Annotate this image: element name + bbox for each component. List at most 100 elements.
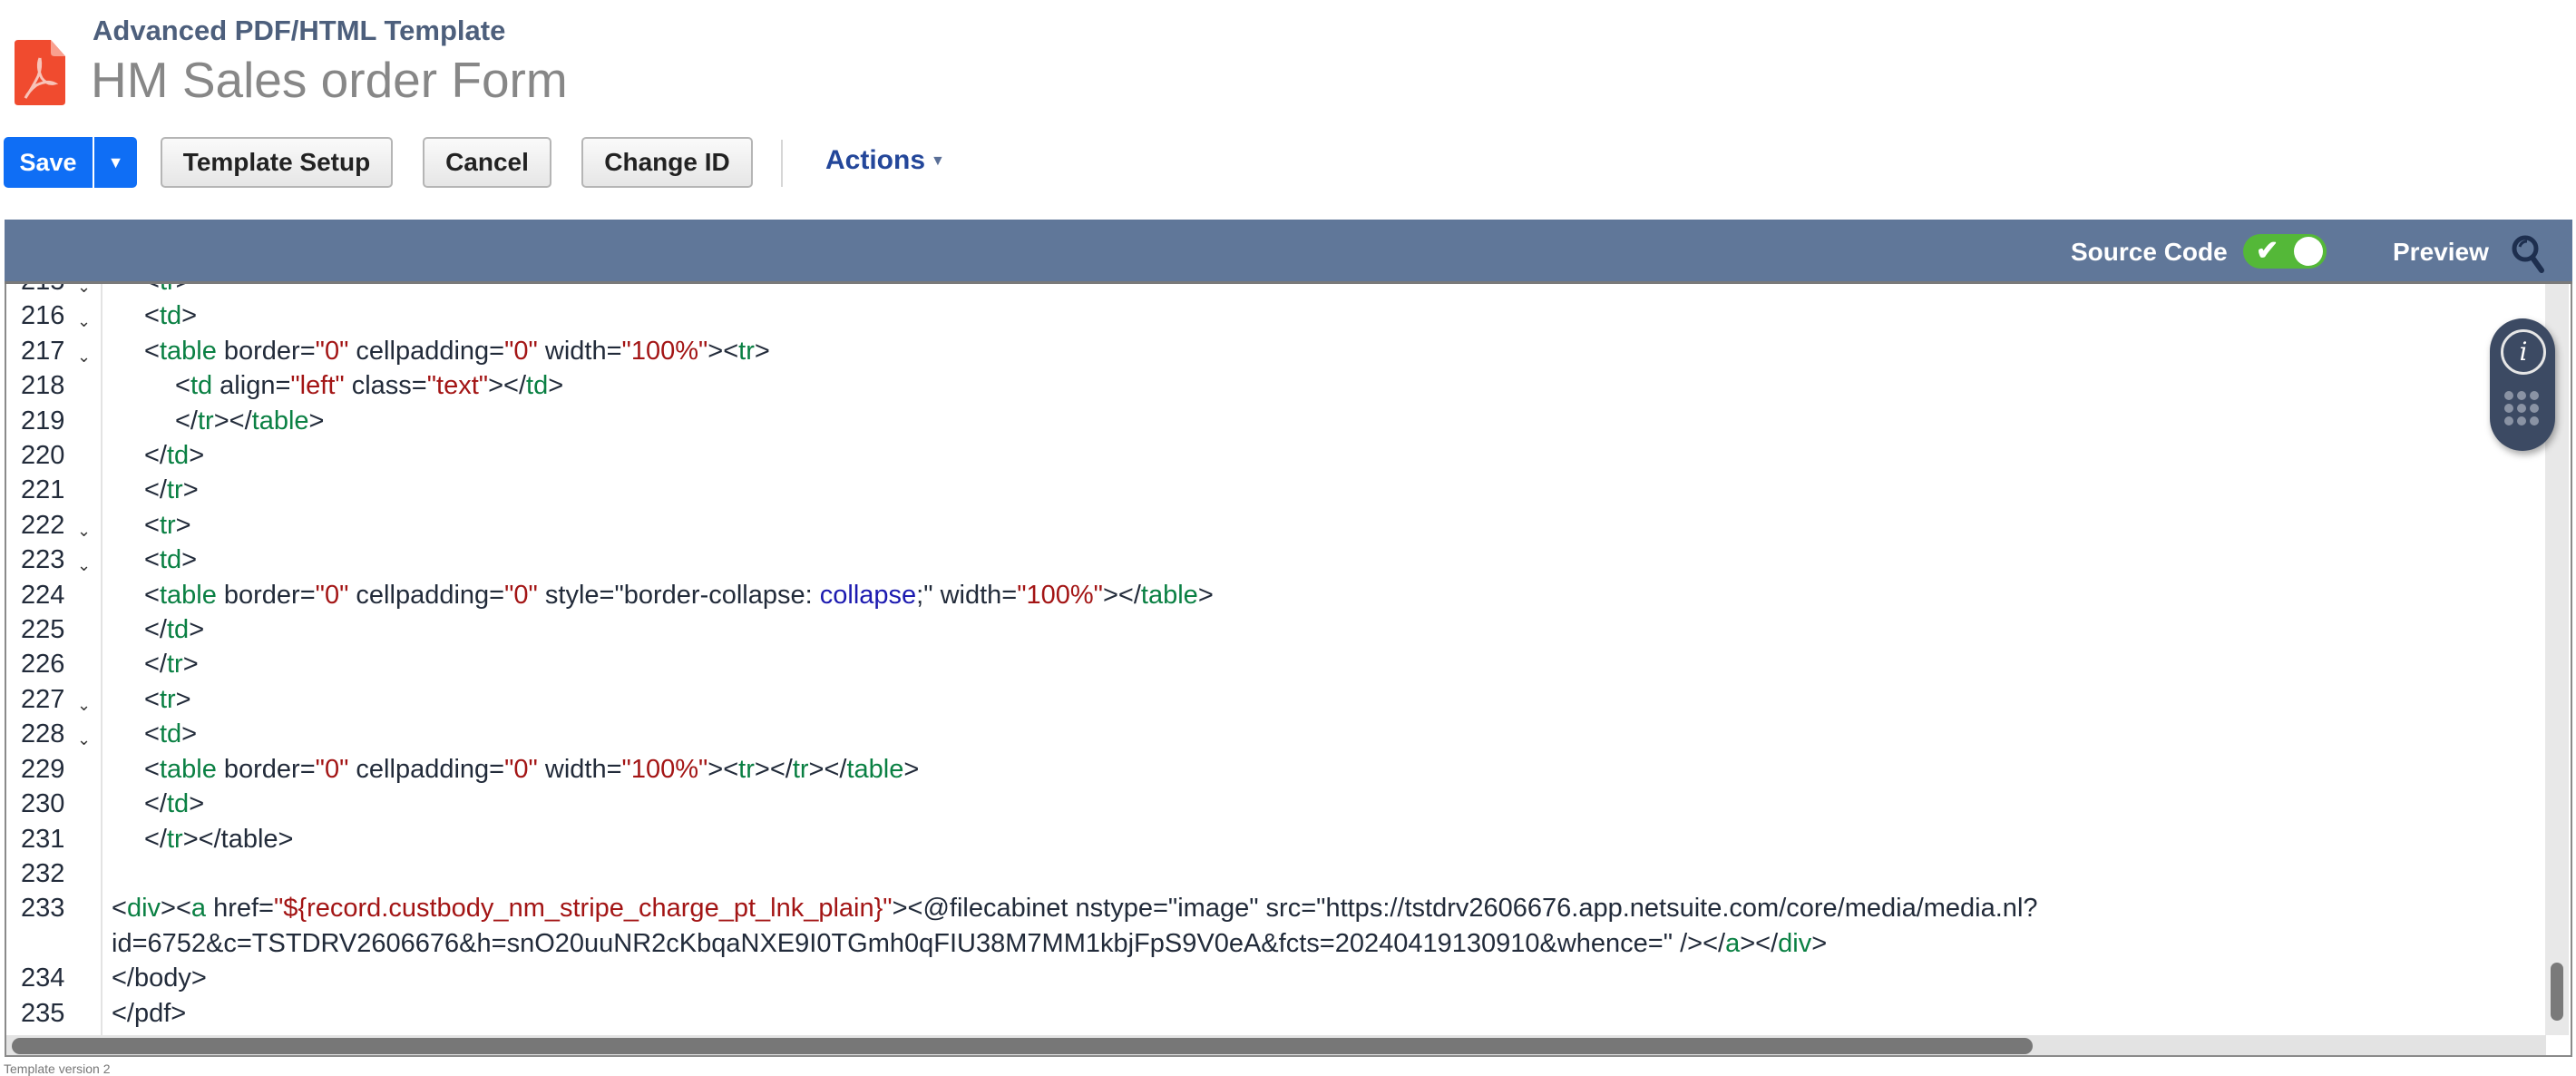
code-token: "text" xyxy=(426,371,489,401)
line-number: 233 xyxy=(6,891,101,961)
code-line[interactable]: 228⌄<td> xyxy=(6,717,2537,751)
code-token: table xyxy=(846,754,904,784)
code-token: > xyxy=(182,650,199,680)
code-line[interactable]: 224<table border="0" cellpadding="0" sty… xyxy=(6,578,2537,612)
code-line[interactable]: 226</tr> xyxy=(6,647,2537,681)
code-token: >< xyxy=(161,894,191,924)
code-line[interactable]: 235</pdf> xyxy=(6,996,2537,1031)
code-token: ></ xyxy=(1740,928,1779,958)
code-token: > xyxy=(181,719,198,749)
code-token: >< xyxy=(707,754,739,784)
code-token: </ xyxy=(144,441,167,471)
fold-chevron-icon[interactable]: ⌄ xyxy=(77,695,92,714)
code-line[interactable]: 225</td> xyxy=(6,612,2537,647)
code-token: > xyxy=(308,406,325,435)
code-text: <tr> xyxy=(101,682,2537,717)
code-token: < xyxy=(144,754,160,784)
code-line[interactable]: 230</td> xyxy=(6,787,2537,821)
fold-chevron-icon[interactable]: ⌄ xyxy=(77,284,92,296)
code-text: </td> xyxy=(101,612,2537,647)
code-token: tr xyxy=(198,406,214,435)
line-number-text: 226 xyxy=(21,650,65,680)
preview-label[interactable]: Preview xyxy=(2393,238,2489,266)
save-dropdown-toggle[interactable]: ▼ xyxy=(94,137,137,188)
fold-chevron-icon[interactable]: ⌄ xyxy=(77,521,92,540)
code-line[interactable]: 217⌄<table border="0" cellpadding="0" wi… xyxy=(6,334,2537,368)
code-line[interactable]: 227⌄<tr> xyxy=(6,682,2537,717)
code-token: width= xyxy=(537,336,622,366)
code-line[interactable]: 219</tr></table> xyxy=(6,404,2537,438)
check-icon: ✔ xyxy=(2256,236,2279,266)
code-editor[interactable]: 215⌄<tr>216⌄<td>217⌄<table border="0" ce… xyxy=(5,284,2572,1057)
drag-handle-icon[interactable] xyxy=(2504,391,2539,426)
line-number: 222 ⌄ xyxy=(6,508,101,543)
record-type-label: Advanced PDF/HTML Template xyxy=(93,15,506,46)
code-token: border= xyxy=(216,754,316,784)
horizontal-scroll-thumb[interactable] xyxy=(12,1038,2033,1054)
change-id-button[interactable]: Change ID xyxy=(581,137,753,188)
actions-menu[interactable]: Actions▼ xyxy=(825,145,945,176)
code-token: > xyxy=(548,371,564,401)
code-token: > xyxy=(181,301,198,331)
line-number: 234 xyxy=(6,961,101,995)
magnifier-icon[interactable] xyxy=(2511,234,2547,274)
code-token: "0" xyxy=(315,754,349,784)
code-token: "${record.custbody_nm_stripe_charge_pt_l… xyxy=(274,894,893,924)
code-token: cellpadding= xyxy=(348,580,505,610)
line-number-text: 222 xyxy=(21,510,65,540)
fold-chevron-icon[interactable]: ⌄ xyxy=(77,556,92,575)
code-text: </tr></table> xyxy=(101,404,2537,438)
line-number: 229 xyxy=(6,752,101,787)
code-token: ></ xyxy=(1102,580,1141,610)
code-token: table xyxy=(159,336,217,366)
help-widget[interactable]: i xyxy=(2490,318,2555,451)
code-line[interactable]: 220</td> xyxy=(6,438,2537,473)
code-token: id=6752&c=TSTDRV2606676&h=snO20uuNR2cKbq… xyxy=(112,928,1726,958)
code-token: > xyxy=(754,336,770,366)
code-token: "100%" xyxy=(1017,580,1103,610)
code-token: > xyxy=(181,545,198,575)
code-token: < xyxy=(144,684,160,714)
fold-chevron-icon[interactable]: ⌄ xyxy=(77,347,92,366)
vertical-scroll-thumb[interactable] xyxy=(2551,963,2563,1021)
info-icon[interactable]: i xyxy=(2501,329,2546,375)
fold-chevron-icon[interactable]: ⌄ xyxy=(77,730,92,749)
horizontal-scrollbar[interactable] xyxy=(6,1035,2546,1055)
code-token: "100%" xyxy=(621,754,708,784)
code-line[interactable]: 215⌄<tr> xyxy=(6,284,2537,298)
code-line[interactable]: 229<table border="0" cellpadding="0" wid… xyxy=(6,752,2537,787)
code-text: </td> xyxy=(101,787,2537,821)
code-text: </body> xyxy=(101,961,2537,995)
source-code-toggle[interactable]: ✔ xyxy=(2243,234,2327,269)
line-number-text: 219 xyxy=(21,406,65,435)
template-setup-button[interactable]: Template Setup xyxy=(161,137,393,188)
code-line[interactable]: 234</body> xyxy=(6,961,2537,995)
code-line[interactable]: 233<div><a href="${record.custbody_nm_st… xyxy=(6,891,2537,961)
code-token: < xyxy=(144,336,160,366)
cancel-button[interactable]: Cancel xyxy=(423,137,551,188)
code-token: cellpadding= xyxy=(348,754,505,784)
line-number-text: 215 xyxy=(21,284,64,296)
code-token: "0" xyxy=(315,336,349,366)
code-line[interactable]: 216⌄<td> xyxy=(6,298,2537,333)
code-token: collapse xyxy=(819,580,917,610)
code-line[interactable]: 232 xyxy=(6,856,2537,891)
save-button[interactable]: Save xyxy=(4,137,94,188)
code-line[interactable]: 231</tr></table> xyxy=(6,822,2537,856)
code-text: </tr></table> xyxy=(101,822,2537,856)
code-token: a xyxy=(190,894,207,924)
code-lines[interactable]: 215⌄<tr>216⌄<td>217⌄<table border="0" ce… xyxy=(6,284,2537,1031)
code-line[interactable]: 223⌄<td> xyxy=(6,543,2537,577)
code-token: > xyxy=(175,684,191,714)
code-token: tr xyxy=(159,510,176,540)
code-line[interactable]: 221</tr> xyxy=(6,473,2537,507)
caret-down-icon: ▼ xyxy=(107,152,124,171)
fold-chevron-icon[interactable]: ⌄ xyxy=(77,312,92,331)
line-number: 230 xyxy=(6,787,101,821)
code-token: div xyxy=(126,894,161,924)
code-line[interactable]: 222⌄<tr> xyxy=(6,508,2537,543)
code-line[interactable]: 218<td align="left" class="text"></td> xyxy=(6,368,2537,403)
line-number: 228⌄ xyxy=(6,717,101,751)
code-token: td xyxy=(526,371,549,401)
code-token: align= xyxy=(212,371,291,401)
